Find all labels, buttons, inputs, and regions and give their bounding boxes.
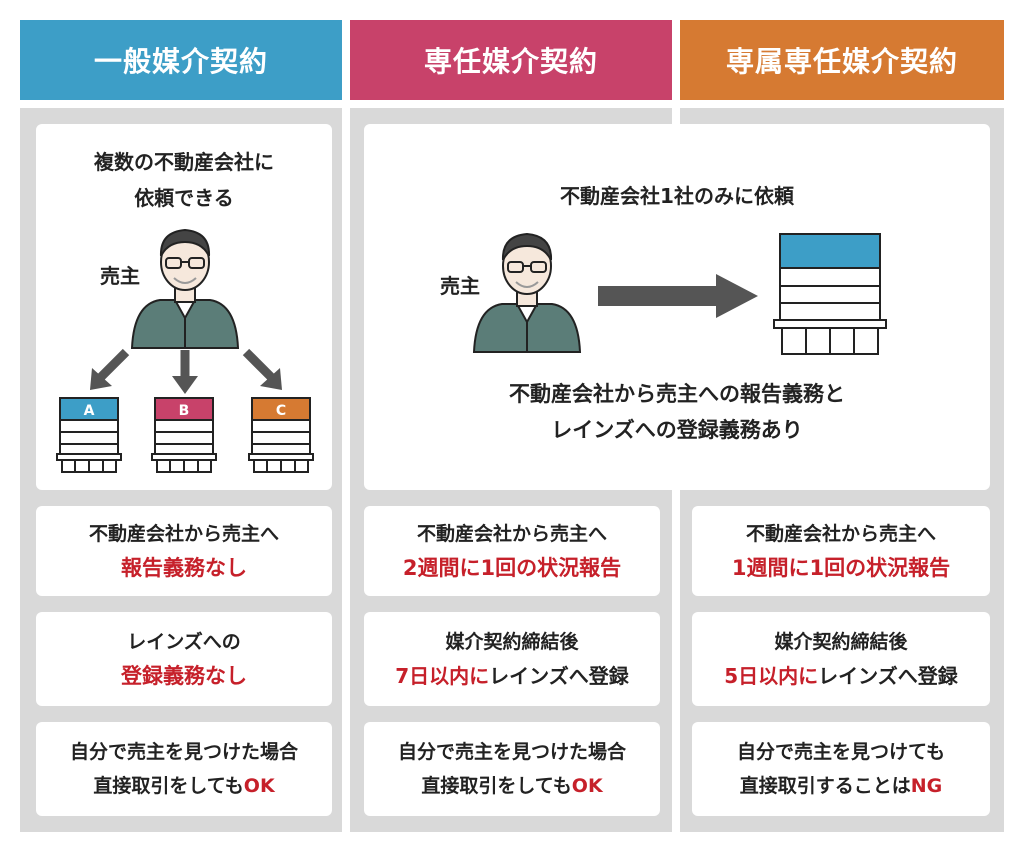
company-c-building-icon: C <box>248 397 314 473</box>
general-desc-line2: 依頼できる <box>134 186 234 210</box>
exclusive-direct-line2: 直接取引をしてもOK <box>421 769 602 803</box>
arrow-down-left-icon <box>90 348 130 390</box>
company-c-letter: C <box>276 403 286 419</box>
company-a-building-icon: A <box>56 397 122 473</box>
exclusive-note-line1: 不動産会社から売主への報告義務と <box>509 382 845 406</box>
general-report-line2: 報告義務なし <box>121 556 247 580</box>
dedicated-direct-verdict: NG <box>910 775 943 797</box>
company-building-icon <box>773 233 887 355</box>
exclusive-reins-deadline: 7日以内に <box>395 664 490 688</box>
exclusive-reins-action: レインズへ登録 <box>489 664 629 688</box>
dedicated-reins-deadline: 5日以内に <box>724 664 819 688</box>
general-desc-line1: 複数の不動産会社に <box>94 150 274 174</box>
header-general: 一般媒介契約 <box>20 20 342 100</box>
exclusive-seller-label: 売主 <box>440 274 480 298</box>
header-exclusive: 専任媒介契約 <box>350 20 672 100</box>
dedicated-direct-text: 直接取引することは <box>739 775 911 797</box>
dedicated-report-line2: 1週間に1回の状況報告 <box>731 556 951 580</box>
exclusive-diagram-title: 不動産会社1社のみに依頼 <box>560 184 794 208</box>
dedicated-report-card: 不動産会社から売主へ 1週間に1回の状況報告 <box>692 506 990 596</box>
dedicated-direct-card: 自分で売主を見つけても 直接取引することはNG <box>692 722 990 816</box>
general-diagram-card: 複数の不動産会社に 依頼できる 売主 A <box>36 124 332 490</box>
company-a-letter: A <box>84 403 95 419</box>
exclusive-note-line2: レインズへの登録義務あり <box>551 418 803 442</box>
general-seller-label: 売主 <box>100 264 140 288</box>
exclusive-diagram-card: 不動産会社1社のみに依頼 売主 不動産会社から売主への報告義務と レインズへの登… <box>364 124 990 490</box>
general-direct-line1: 自分で売主を見つけた場合 <box>69 741 298 763</box>
company-b-building-icon: B <box>151 397 217 473</box>
dedicated-report-line1: 不動産会社から売主へ <box>745 523 936 545</box>
dedicated-reins-card: 媒介契約締結後 5日以内にレインズへ登録 <box>692 612 990 706</box>
exclusive-direct-verdict: OK <box>571 775 603 797</box>
general-direct-card: 自分で売主を見つけた場合 直接取引をしてもOK <box>36 722 332 816</box>
general-reins-line1: レインズへの <box>127 631 241 653</box>
exclusive-direct-card: 自分で売主を見つけた場合 直接取引をしてもOK <box>364 722 660 816</box>
arrow-down-icon <box>172 350 198 394</box>
dedicated-direct-line1: 自分で売主を見つけても <box>736 741 946 763</box>
header-dedicated-label: 専属専任媒介契約 <box>725 45 958 78</box>
arrow-right-icon <box>598 274 758 318</box>
company-b-letter: B <box>179 403 190 419</box>
dedicated-reins-action: レインズへ登録 <box>818 664 958 688</box>
exclusive-reins-line2: 7日以内にレインズへ登録 <box>395 659 629 693</box>
exclusive-direct-line1: 自分で売主を見つけた場合 <box>397 741 626 763</box>
header-dedicated: 専属専任媒介契約 <box>680 20 1004 100</box>
exclusive-report-line1: 不動産会社から売主へ <box>416 523 607 545</box>
general-direct-text: 直接取引をしても <box>93 775 244 797</box>
dedicated-reins-line2: 5日以内にレインズへ登録 <box>724 659 958 693</box>
general-reins-line2: 登録義務なし <box>121 664 247 688</box>
dedicated-reins-line1: 媒介契約締結後 <box>774 631 908 653</box>
seller-person-icon <box>472 232 582 353</box>
general-report-card: 不動産会社から売主へ 報告義務なし <box>36 506 332 596</box>
general-report-line1: 不動産会社から売主へ <box>88 523 279 545</box>
general-direct-line2: 直接取引をしてもOK <box>93 769 274 803</box>
header-general-label: 一般媒介契約 <box>93 45 268 78</box>
seller-person-icon <box>130 228 240 349</box>
exclusive-reins-card: 媒介契約締結後 7日以内にレインズへ登録 <box>364 612 660 706</box>
exclusive-report-card: 不動産会社から売主へ 2週間に1回の状況報告 <box>364 506 660 596</box>
exclusive-report-line2: 2週間に1回の状況報告 <box>402 556 622 580</box>
exclusive-reins-line1: 媒介契約締結後 <box>445 631 579 653</box>
general-direct-verdict: OK <box>243 775 275 797</box>
header-exclusive-label: 専任媒介契約 <box>423 45 598 78</box>
general-reins-card: レインズへの 登録義務なし <box>36 612 332 706</box>
dedicated-direct-line2: 直接取引することはNG <box>740 769 943 803</box>
arrow-down-right-icon <box>242 348 282 390</box>
exclusive-direct-text: 直接取引をしても <box>421 775 572 797</box>
